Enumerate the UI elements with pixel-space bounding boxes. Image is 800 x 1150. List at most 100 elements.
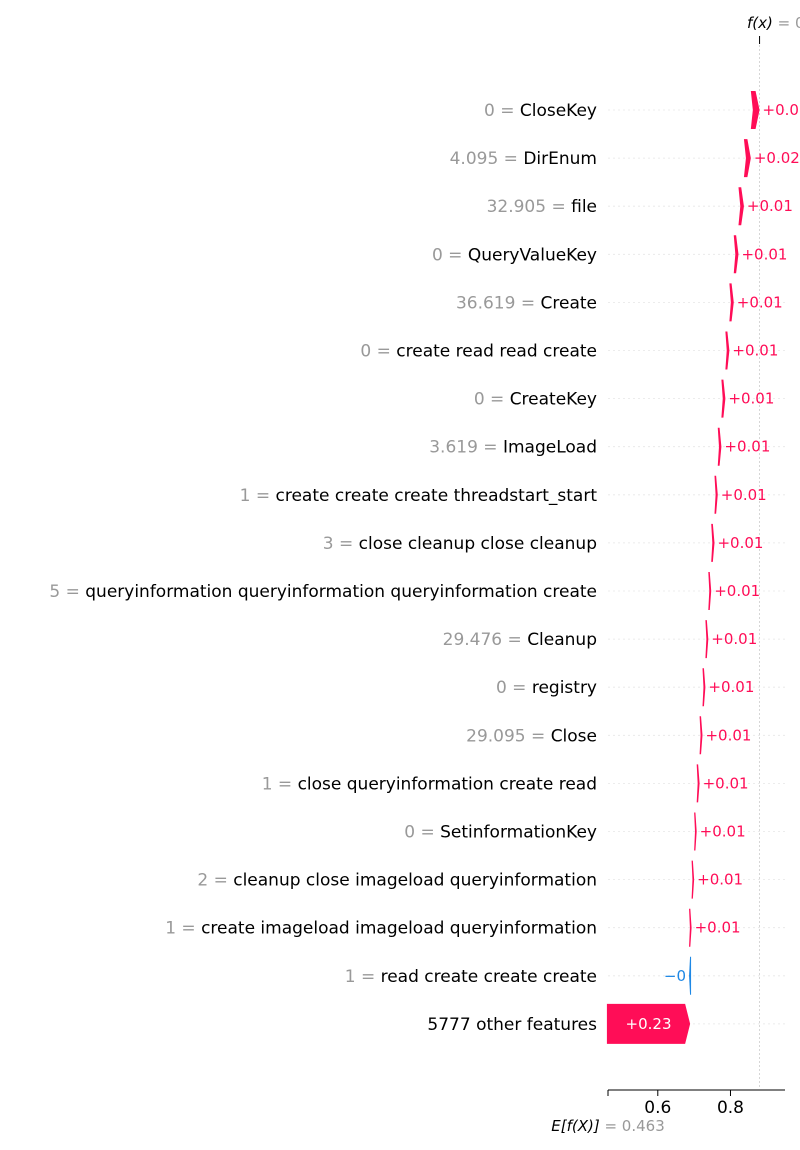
bars: +0.0+0.02+0.01+0.01+0.01+0.01+0.01+0.01+… [606, 91, 800, 1044]
bar-value-label: +0.01 [728, 390, 774, 408]
expected-value-symbol: E[f(X)] [551, 1117, 604, 1135]
feature-name: DirEnum [523, 149, 597, 169]
bar-positive [689, 908, 692, 947]
feature-name: CloseKey [520, 101, 597, 121]
feature-label: 29.095 = Close [466, 726, 597, 746]
feature-name: QueryValueKey [468, 245, 597, 265]
feature-label: 1 = create create create threadstart_sta… [240, 486, 598, 506]
feature-value: 36.619 = [456, 293, 541, 313]
bar-value-label: −0 [664, 967, 686, 985]
feature-value: 4.095 = [450, 149, 524, 169]
feature-label: 0 = SetinformationKey [404, 823, 597, 843]
feature-value: 0 = [432, 245, 468, 265]
bar-positive [705, 620, 709, 659]
bar-value-label: +0.01 [711, 630, 757, 648]
bar-value-label: +0.01 [695, 919, 741, 937]
bar-value-label: +0.01 [714, 582, 760, 600]
feature-value: 0 = [474, 390, 510, 410]
feature-name: close cleanup close cleanup [359, 534, 597, 554]
bar-value-label: +0.01 [717, 534, 763, 552]
fx-symbol: f(x) [747, 14, 778, 32]
bar-value-label: +0.01 [708, 678, 754, 696]
feature-label: 5777 other features [427, 1015, 597, 1035]
bar-positive [699, 716, 703, 755]
bar-positive [738, 187, 744, 226]
feature-value: 1 = [262, 774, 298, 794]
bar-positive [714, 475, 718, 514]
feature-name: create create create threadstart_start [275, 486, 597, 506]
feature-label: 0 = registry [496, 678, 597, 698]
feature-value: 29.476 = [443, 630, 528, 650]
feature-value: 0 = [484, 101, 520, 121]
feature-name: file [571, 197, 597, 217]
feature-label: 0 = create read read create [360, 342, 597, 362]
bar-value-label: +0.01 [747, 197, 793, 215]
bar-value-label: +0.01 [703, 774, 749, 792]
feature-name: create read read create [396, 342, 597, 362]
bar-negative [689, 956, 692, 995]
bar-value-label: +0.02 [754, 149, 800, 167]
feature-label: 0 = CloseKey [484, 101, 597, 121]
bar-value-label: +0.01 [737, 293, 783, 311]
feature-label: 0 = CreateKey [474, 390, 597, 410]
expected-value-number: = 0.463 [604, 1117, 664, 1135]
feature-label: 1 = create imageload imageload queryinfo… [165, 919, 597, 939]
bar-value-label: +0.23 [626, 1015, 672, 1033]
feature-label: 5 = queryinformation queryinformation qu… [49, 582, 597, 602]
feature-value: 1 = [345, 967, 381, 987]
feature-label: 4.095 = DirEnum [450, 149, 597, 169]
feature-label: 1 = close queryinformation create read [262, 774, 597, 794]
bar-value-label: +0.01 [697, 871, 743, 889]
bar-positive [721, 379, 726, 418]
feature-name: Cleanup [527, 630, 597, 650]
feature-value: 3.619 = [429, 438, 503, 458]
feature-value: 29.095 = [466, 726, 551, 746]
feature-label: 32.905 = file [487, 197, 597, 217]
fx-annotation: f(x) = 0 [747, 14, 800, 44]
feature-name: 5777 other features [427, 1015, 597, 1035]
bar-value-label: +0.01 [700, 823, 746, 841]
feature-name: SetinformationKey [440, 823, 597, 843]
feature-value: 0 = [496, 678, 532, 698]
feature-name: Close [551, 726, 597, 746]
bar-positive [691, 860, 695, 899]
bar-positive [733, 235, 739, 274]
bar-positive [717, 427, 722, 466]
feature-label: 0 = QueryValueKey [432, 245, 597, 265]
feature-value: 3 = [323, 534, 359, 554]
feature-label: 1 = read create create create [345, 967, 597, 987]
x-tick-label: 0.6 [644, 1098, 671, 1118]
feature-value: 32.905 = [487, 197, 572, 217]
feature-labels: 0 = CloseKey 4.095 = DirEnum 32.905 = file… [49, 101, 597, 1035]
feature-value: 1 = [165, 919, 201, 939]
feature-name: read create create create [381, 967, 597, 987]
feature-value: 0 = [360, 342, 396, 362]
feature-name: CreateKey [510, 390, 597, 410]
feature-label: 2 = cleanup close imageload queryinforma… [197, 871, 597, 891]
feature-value: 1 = [240, 486, 276, 506]
feature-name: close queryinformation create read [298, 774, 597, 794]
feature-label: 29.476 = Cleanup [443, 630, 597, 650]
feature-name: registry [532, 678, 597, 698]
bar-positive [729, 283, 734, 322]
feature-name: queryinformation queryinformation queryi… [85, 582, 597, 602]
bar-value-label: +0.01 [724, 438, 770, 456]
feature-name: cleanup close imageload queryinformation [233, 871, 597, 891]
bar-value-label: +0.01 [705, 726, 751, 744]
feature-name: ImageLoad [503, 438, 597, 458]
feature-label: 3.619 = ImageLoad [429, 438, 597, 458]
feature-name: create imageload imageload queryinformat… [201, 919, 597, 939]
bar-positive [708, 572, 712, 610]
fx-label: f(x) = 0 [747, 14, 800, 32]
bar-positive [694, 812, 697, 851]
fx-number: = 0 [778, 14, 800, 32]
bar-positive [711, 523, 715, 562]
bar-positive [725, 331, 730, 370]
bar-value-label: +0.01 [721, 486, 767, 504]
bar-positive [702, 668, 706, 707]
x-tick-label: 0.8 [717, 1098, 744, 1118]
bar-other-features [606, 1003, 691, 1044]
bar-positive [743, 139, 751, 178]
bar-positive [696, 764, 700, 803]
